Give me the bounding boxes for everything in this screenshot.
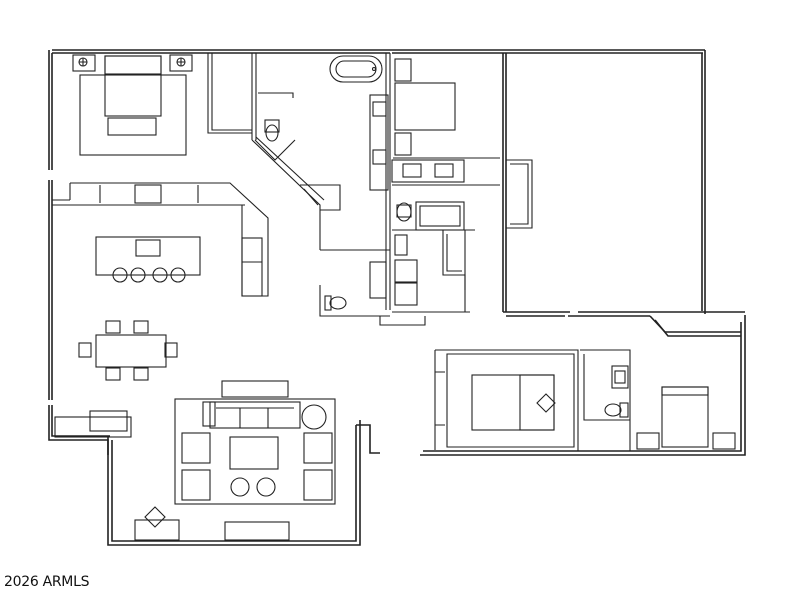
dining — [78, 320, 178, 381]
copyright-notice: 2026 ARMLS — [4, 574, 90, 590]
double-vanity — [391, 159, 465, 183]
rug — [174, 398, 336, 505]
bathtub — [329, 55, 383, 83]
nightstand-right — [169, 54, 193, 72]
garage — [506, 159, 533, 229]
guest-bath — [580, 349, 631, 451]
nightstand — [394, 132, 412, 156]
sink — [434, 163, 454, 178]
toilet-bowl — [604, 403, 622, 417]
nightstand — [712, 432, 736, 450]
toilet-bowl — [329, 296, 347, 310]
chair — [164, 342, 178, 358]
side-table — [202, 401, 216, 427]
plant-icon — [536, 393, 556, 413]
nightstand — [394, 58, 412, 82]
rug — [79, 74, 187, 156]
stool — [170, 267, 186, 283]
toilet-tank — [619, 402, 629, 418]
toilet-tank — [396, 204, 412, 218]
toilet-bowl — [265, 124, 279, 142]
bed — [394, 82, 456, 131]
console — [134, 519, 180, 541]
armchair — [181, 469, 211, 501]
cabinet — [394, 234, 408, 256]
sofa — [209, 401, 301, 429]
toilet-niche — [254, 139, 296, 161]
bench — [54, 416, 132, 438]
dining-table — [95, 334, 167, 368]
stool — [130, 267, 146, 283]
stool — [152, 267, 168, 283]
armchair — [181, 432, 211, 464]
plant-icon — [144, 506, 166, 528]
kitchen — [52, 182, 269, 297]
sink — [611, 365, 629, 389]
chair — [105, 320, 121, 334]
cabinet — [369, 261, 387, 299]
armchair — [303, 469, 333, 501]
island-sink — [135, 239, 161, 257]
nightstand-left — [72, 54, 96, 72]
sink — [402, 163, 422, 178]
bed — [471, 374, 555, 431]
powder-room — [319, 249, 426, 326]
primary-closet — [207, 53, 325, 250]
sink — [372, 149, 387, 165]
stool — [112, 267, 128, 283]
exterior-walls — [48, 49, 746, 546]
armchair — [303, 432, 333, 464]
vanity — [369, 94, 389, 191]
dryer — [394, 282, 418, 306]
nightstand — [636, 432, 660, 450]
toilet-tank — [264, 119, 280, 133]
plant — [301, 404, 327, 430]
sink — [372, 101, 387, 117]
oven — [134, 184, 162, 204]
toilet-tank — [324, 295, 332, 311]
refrigerator — [241, 237, 263, 297]
ottoman — [230, 477, 250, 497]
coffee-table — [229, 436, 279, 470]
chair — [133, 320, 149, 334]
secondary-bedroom-upper — [393, 58, 500, 159]
chair — [78, 342, 92, 358]
guest-bedroom — [434, 349, 579, 451]
ottoman — [256, 477, 276, 497]
bedroom-east — [636, 386, 736, 450]
bench — [107, 117, 157, 136]
toilet-bowl — [396, 202, 412, 222]
living — [54, 380, 336, 541]
chair — [133, 367, 149, 381]
primary-bath — [254, 53, 391, 310]
primary-bedroom — [72, 54, 193, 156]
jack-and-jill-bath — [391, 159, 500, 313]
chair — [105, 367, 121, 381]
bed — [661, 386, 709, 448]
washer — [394, 259, 418, 283]
island — [95, 236, 201, 276]
media-console — [221, 380, 289, 398]
bed — [104, 55, 162, 117]
cabinet — [224, 521, 290, 541]
